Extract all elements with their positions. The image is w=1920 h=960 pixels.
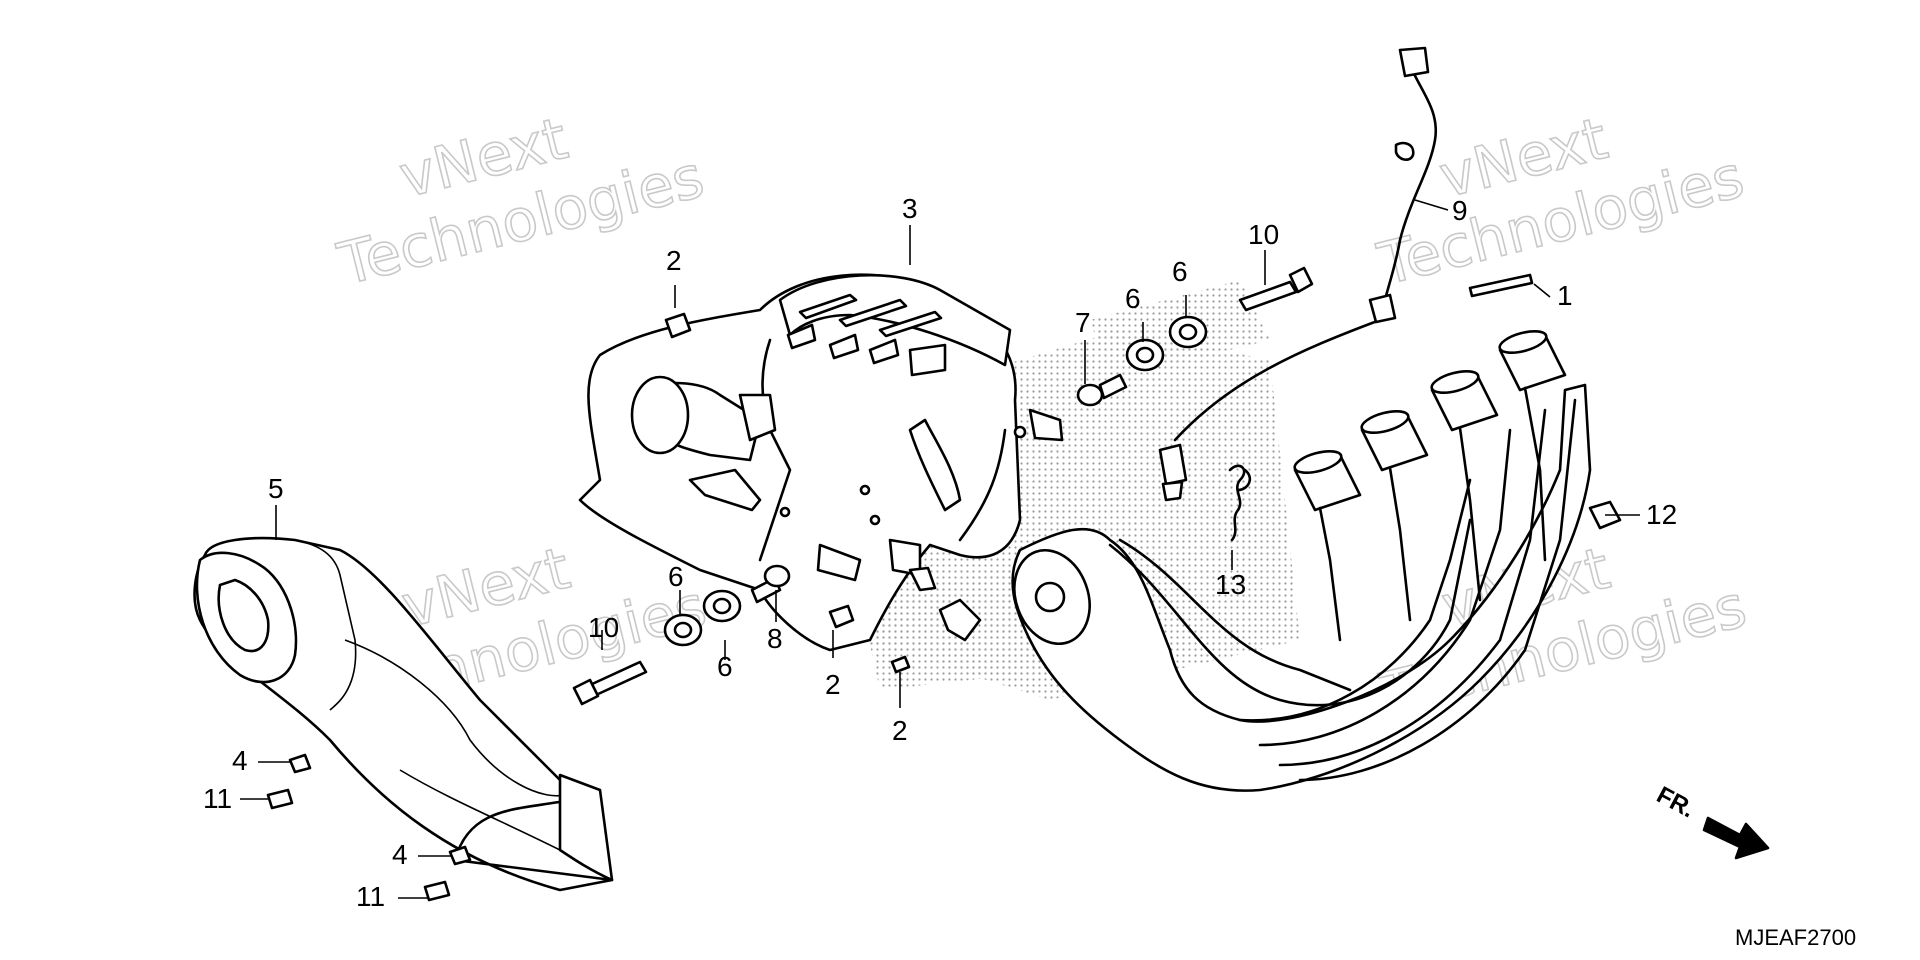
callout-1: 1 <box>1557 280 1573 311</box>
callout-9: 9 <box>1452 195 1468 226</box>
header-flange-3 <box>1430 370 1499 432</box>
mount-rubber-upper-left <box>1125 338 1165 372</box>
rubber-pad-upper <box>288 753 312 774</box>
diagram-code: MJEAF2700 <box>1735 925 1856 950</box>
callout-5: 5 <box>268 473 284 504</box>
mount-rubber-upper-right <box>1168 315 1208 349</box>
mount-rubber-lower-left <box>663 613 703 647</box>
callout-6-lower-left: 6 <box>668 561 684 592</box>
oxygen-sensor <box>1158 46 1438 502</box>
callout-11-upper: 11 <box>203 783 232 814</box>
callout-8: 8 <box>767 623 783 654</box>
callout-2-lower: 2 <box>892 715 908 746</box>
leader-lines <box>240 199 1640 899</box>
callout-12: 12 <box>1646 499 1677 530</box>
callout-7: 7 <box>1075 307 1091 338</box>
watermark-top-right: vNext Technologies <box>1370 103 1751 299</box>
header-flange-4 <box>1498 330 1567 392</box>
callout-4-upper: 4 <box>232 745 248 776</box>
collar <box>750 564 791 604</box>
nut-middle <box>828 604 855 629</box>
callout-13: 13 <box>1215 569 1246 600</box>
callout-6-upper-right: 6 <box>1172 256 1188 287</box>
nut-lower <box>890 655 911 674</box>
front-direction-arrow: FR. <box>1652 781 1770 860</box>
screw-upper <box>266 788 294 810</box>
callout-10-upper: 10 <box>1248 219 1279 250</box>
mount-rubber-lower-right <box>702 589 742 623</box>
callout-6-upper-left: 6 <box>1125 283 1141 314</box>
rubber-pad-lower <box>448 845 472 866</box>
wire-clip <box>1228 464 1252 542</box>
nut-upper <box>664 312 692 339</box>
bolt-lower <box>572 660 648 706</box>
gasket <box>1468 273 1534 298</box>
header-flange-1 <box>1293 450 1362 512</box>
exhaust-pipe-header <box>1011 330 1592 792</box>
header-flange-2 <box>1360 410 1429 472</box>
callout-3: 3 <box>902 193 918 224</box>
screw-lower <box>423 880 451 902</box>
muffler <box>193 536 614 892</box>
callout-6-lower-right: 6 <box>717 651 733 682</box>
callout-2-upper: 2 <box>666 245 682 276</box>
callout-2-middle: 2 <box>825 669 841 700</box>
washer <box>1076 373 1128 407</box>
svg-text:FR.: FR. <box>1652 781 1699 823</box>
bolt-upper <box>1238 266 1314 312</box>
callout-4-lower: 4 <box>392 839 408 870</box>
callout-11-lower: 11 <box>356 881 385 912</box>
callout-10-lower: 10 <box>588 612 619 643</box>
exhaust-chamber <box>578 273 1064 652</box>
callouts: 1 2 2 2 3 4 4 5 6 6 6 6 7 8 9 10 10 11 1… <box>203 193 1677 912</box>
watermark-top-left: vNext Technologies <box>330 103 711 299</box>
